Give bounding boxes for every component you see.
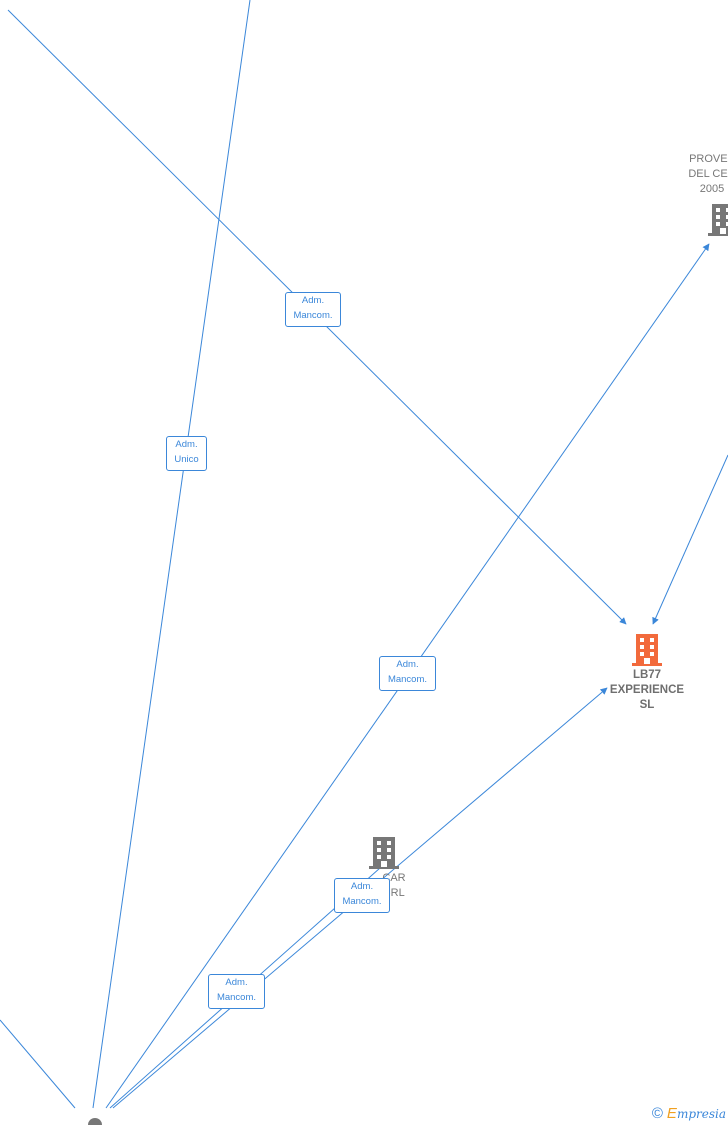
person-icon (88, 1118, 102, 1125)
edge-bottom-to-top (92, 0, 251, 1109)
edge-label-line-2: Mancom. (342, 896, 382, 907)
building-icon (708, 204, 728, 236)
edge-label-line-2: Mancom. (216, 992, 257, 1003)
edge-right-to-lb77 (652, 454, 728, 625)
footer-brand[interactable]: © Empresia (652, 1103, 726, 1123)
company-proveedores[interactable]: PROVEE DEL CEN 2005 (672, 152, 728, 236)
edge-label-adm-mancom[interactable]: Adm. Mancom. (334, 878, 390, 913)
company-lb77-line-1: LB77 (632, 669, 662, 681)
company-proveedores-line-1: PROVEE (689, 153, 728, 165)
building-icon (632, 634, 662, 666)
edge-label-line-1: Adm. (350, 881, 374, 892)
company-lb77-line-2: EXPERIENCE (609, 684, 685, 696)
company-proveedores-label: PROVEE DEL CEN 2005 (672, 152, 728, 197)
edge-label-line-2: Unico (174, 454, 199, 465)
edge-label-adm-mancom[interactable]: Adm. Mancom. (208, 974, 265, 1009)
company-lb77-experience[interactable]: LB77 EXPERIENCE SL (601, 632, 693, 713)
empresia-logo-initial: E (666, 1104, 677, 1122)
edge-label-adm-mancom[interactable]: Adm. Mancom. (285, 292, 341, 327)
empresia-logo: Empresia (667, 1105, 726, 1122)
edge-left-bottom (0, 1019, 76, 1109)
company-proveedores-line-2: DEL CEN (688, 168, 728, 180)
company-lb77-line-3: SL (639, 699, 655, 711)
edge-label-adm-unico[interactable]: Adm. Unico (166, 436, 207, 471)
company-car-srl[interactable]: CAR SRL (348, 835, 420, 901)
edge-label-line-1: Adm. (301, 295, 325, 306)
edge-label-line-1: Adm. (396, 659, 419, 670)
company-lb77-label: LB77 EXPERIENCE SL (601, 668, 693, 713)
edge-label-adm-mancom[interactable]: Adm. Mancom. (379, 656, 436, 691)
edge-label-line-2: Mancom. (293, 310, 333, 321)
building-icon (369, 837, 399, 869)
edge-label-line-1: Adm. (175, 439, 198, 450)
edge-label-line-1: Adm. (225, 977, 248, 988)
edge-label-line-2: Mancom. (387, 674, 428, 685)
company-proveedores-line-3: 2005 (699, 183, 725, 195)
copyright-symbol: © (651, 1104, 663, 1122)
empresia-logo-text: mpresia (676, 1106, 726, 1121)
